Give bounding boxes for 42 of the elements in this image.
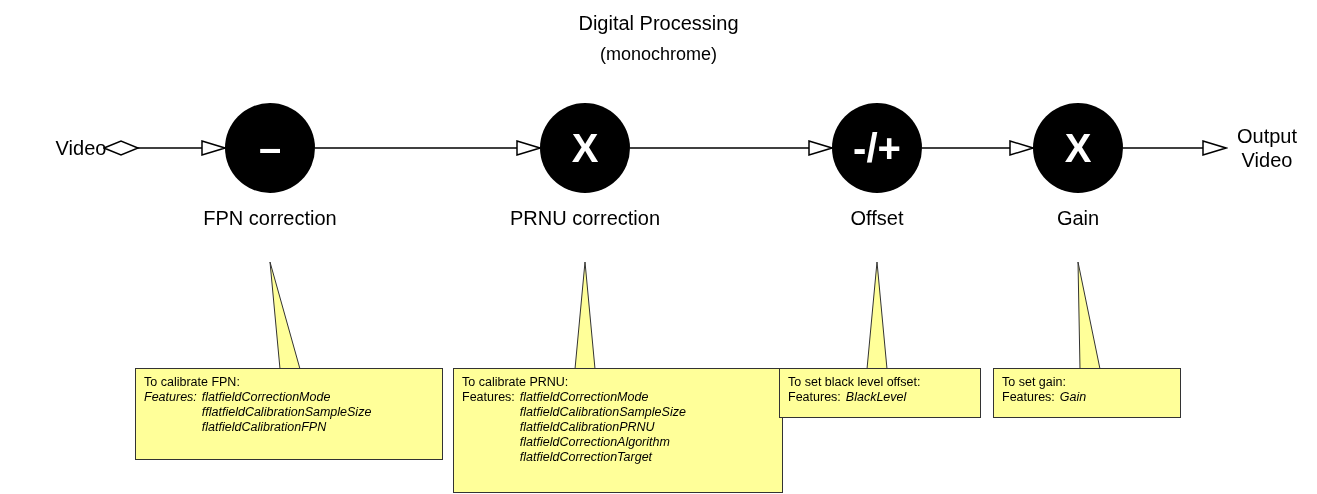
operator-circle: X bbox=[1033, 103, 1123, 193]
callout-heading: To set gain: bbox=[1002, 375, 1067, 390]
step-label: Gain bbox=[1055, 206, 1101, 231]
feature-name: flatfieldCalibrationFPN bbox=[201, 420, 328, 435]
feature-name: BlackLevel bbox=[845, 390, 908, 405]
callout-box bbox=[779, 368, 981, 418]
feature-name: flatfieldCalibrationPRNU bbox=[519, 420, 656, 435]
feature-name: flatfieldCorrectionAlgorithm bbox=[519, 435, 671, 450]
arrow bbox=[103, 140, 226, 156]
callout-pointer bbox=[1077, 261, 1101, 370]
callout-heading: To set black level offset: bbox=[788, 375, 922, 390]
operator-circle: X bbox=[540, 103, 630, 193]
callout-heading: To calibrate FPN: bbox=[144, 375, 241, 390]
title: Digital Processing bbox=[577, 12, 740, 35]
io-label: Output Video bbox=[1226, 122, 1308, 174]
callout-box bbox=[135, 368, 443, 460]
arrow bbox=[629, 140, 833, 156]
step-label: PRNU correction bbox=[508, 206, 661, 231]
step-label: Offset bbox=[849, 206, 905, 231]
callout-pointer bbox=[866, 261, 888, 370]
feature-name: flatfieldCorrectionMode bbox=[519, 390, 650, 405]
feature-name: Gain bbox=[1059, 390, 1088, 405]
arrow bbox=[314, 140, 541, 156]
subtitle: (monochrome) bbox=[598, 44, 718, 65]
feature-name: flatfieldCorrectionTarget bbox=[519, 450, 654, 465]
step-label: FPN correction bbox=[202, 206, 338, 231]
features-label: Features: bbox=[1002, 390, 1055, 405]
features-label: Features: bbox=[788, 390, 841, 405]
operator-circle: – bbox=[225, 103, 315, 193]
callout-pointer bbox=[574, 261, 596, 370]
callout-box bbox=[453, 368, 783, 493]
arrow bbox=[1122, 140, 1227, 156]
arrow bbox=[921, 140, 1034, 156]
callout-heading: To calibrate PRNU: bbox=[462, 375, 570, 390]
feature-name: fflatfieldCalibrationSampleSize bbox=[201, 405, 373, 420]
callout-pointer bbox=[269, 261, 301, 370]
callout-box bbox=[993, 368, 1181, 418]
operator-circle: -/+ bbox=[832, 103, 922, 193]
features-label: Features: bbox=[144, 390, 197, 405]
feature-name: flatfieldCorrectionMode bbox=[201, 390, 332, 405]
features-label: Features: bbox=[462, 390, 515, 405]
feature-name: flatfieldCalibrationSampleSize bbox=[519, 405, 687, 420]
